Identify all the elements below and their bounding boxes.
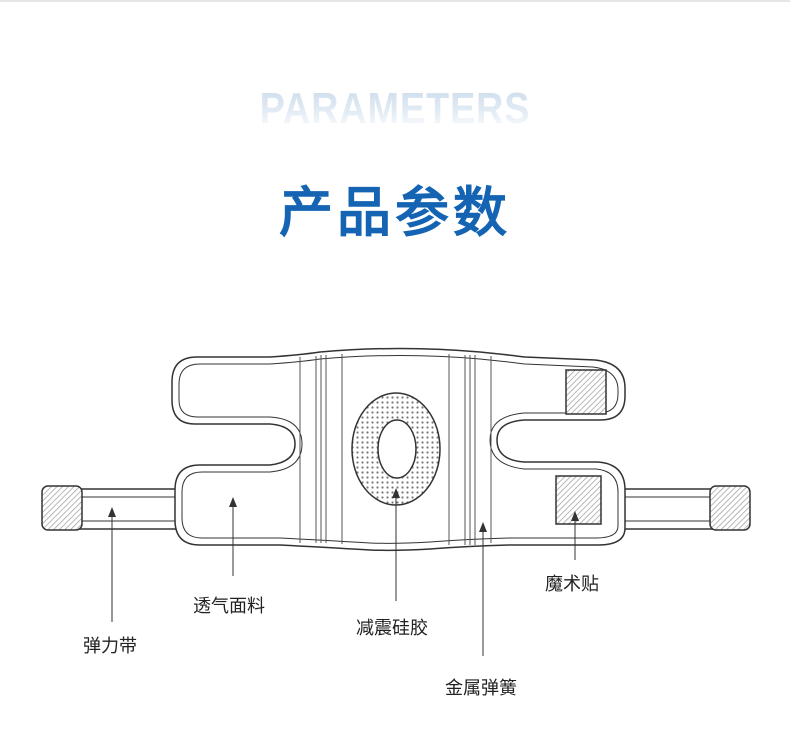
label-silicone-pad: 减震硅胶 [356,618,428,639]
metal-spring-stays-left [299,354,343,544]
velcro-tab-bottom [555,475,602,525]
leader-elastic-band [108,507,116,622]
background-title: PARAMETERS [55,84,734,134]
label-breathable-fabric: 透气面料 [193,596,265,617]
leader-breathable-fabric [229,497,237,576]
page-title: 产品参数 [279,181,511,244]
top-divider [0,0,790,2]
label-metal-spring: 金属弹簧 [445,678,517,699]
label-elastic-band: 弹力带 [83,636,137,657]
leader-silicone-pad [392,488,400,601]
metal-spring-stays-right [448,354,492,545]
silicone-pad [351,392,441,506]
label-velcro: 魔术贴 [545,574,599,595]
elastic-strap-left [41,485,189,531]
velcro-tab-top [565,369,607,415]
leader-metal-spring [479,522,487,656]
leader-velcro [571,511,579,560]
